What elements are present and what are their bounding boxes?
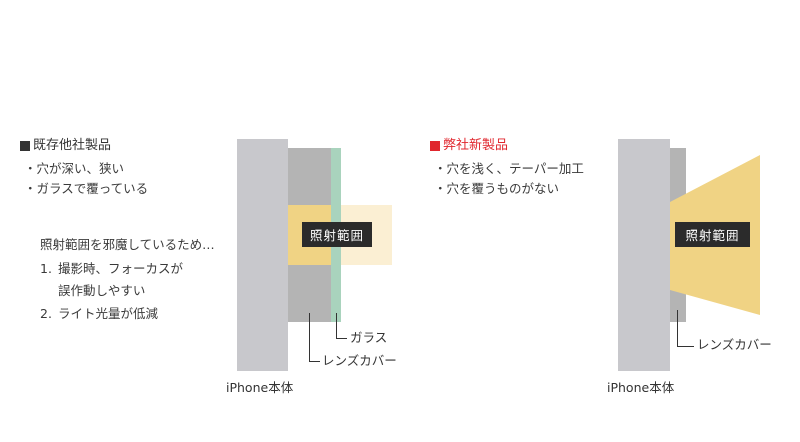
issue-2-line-1: ライト光量が低減 — [58, 306, 159, 321]
issue-1-line-2: 誤作動しやすい — [58, 283, 146, 298]
glass-leader-line — [336, 313, 347, 339]
own-bullet-2: ・穴を覆うものがない — [434, 181, 560, 196]
competitor-heading: 既存他社製品 — [20, 138, 111, 154]
beam-range-label: 照射範囲 — [302, 222, 372, 247]
square-marker-icon — [430, 141, 440, 151]
square-marker-icon — [20, 141, 30, 151]
lens-cover-caption: レンズカバー — [697, 337, 772, 352]
iphone-body-caption: iPhone本体 — [607, 380, 675, 395]
issue-2-number: 2. — [40, 306, 52, 321]
lens-cover-leader-line — [677, 310, 694, 347]
competitor-bullet-1: ・穴が深い、狭い — [24, 161, 125, 176]
lens-cover-leader-line — [309, 313, 320, 362]
consequence-intro: 照射範囲を邪魔しているため… — [40, 237, 215, 252]
iphone-body-block — [237, 139, 288, 371]
competitor-section: 既存他社製品 — [20, 138, 111, 154]
own-bullet-1: ・穴を浅く、テーパー加工 — [434, 161, 584, 176]
own-product-heading: 弊社新製品 — [430, 138, 508, 154]
lens-cover-caption: レンズカバー — [322, 353, 397, 368]
beam-range-label: 照射範囲 — [675, 222, 750, 247]
iphone-body-caption: iPhone本体 — [226, 380, 294, 395]
glass-caption: ガラス — [350, 330, 388, 345]
iphone-body-block — [618, 139, 670, 371]
issue-1-line-1: 撮影時、フォーカスが — [58, 261, 184, 276]
issue-1-number: 1. — [40, 261, 52, 276]
competitor-bullet-2: ・ガラスで覆っている — [24, 181, 149, 196]
own-product-section: 弊社新製品 — [430, 138, 508, 154]
